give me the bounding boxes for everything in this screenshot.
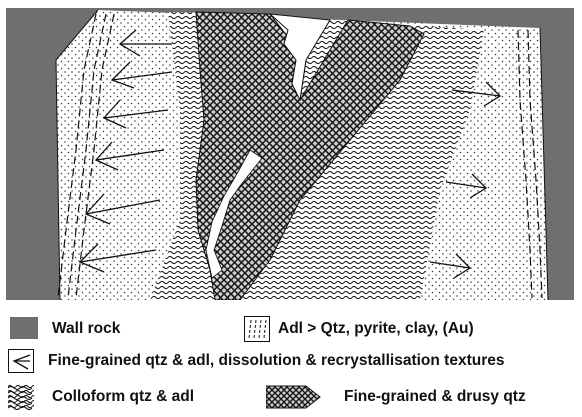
legend-swatch-adularia [244, 316, 270, 342]
vein-cross-section-diagram [0, 0, 582, 300]
legend-label-colloform: Colloform qtz & adl [52, 388, 194, 406]
legend-swatch-wall-rock [10, 317, 38, 339]
legend-swatch-drusy [266, 384, 322, 410]
legend-label-fine-grained-adl: Fine-grained qtz & adl, dissolution & re… [48, 352, 504, 370]
legend-swatch-colloform [8, 384, 34, 410]
legend-label-drusy: Fine-grained & drusy qtz [344, 388, 526, 406]
legend-label-wall-rock: Wall rock [52, 320, 120, 338]
legend-swatch-fine-grained-adl [8, 349, 34, 373]
legend-label-adularia: Adl > Qtz, pyrite, clay, (Au) [278, 320, 474, 338]
